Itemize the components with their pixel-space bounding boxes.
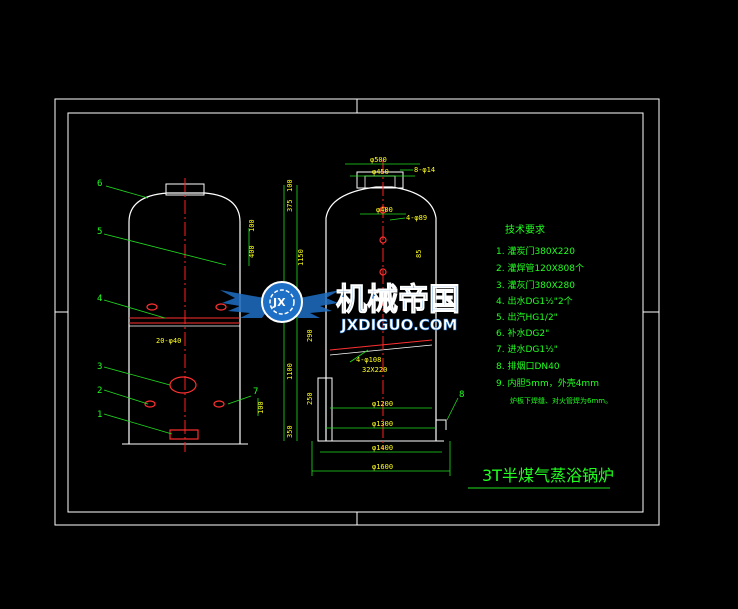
- right-top-dim-labels: φ500 φ450 8-φ14 φ400 4-φ89: [370, 156, 435, 222]
- leader-4phi89: [389, 217, 406, 221]
- callout-5: 5: [97, 227, 102, 237]
- side-port-right: [215, 303, 227, 311]
- watermark: JX 机械帝国 JXDIGUO.COM: [220, 281, 461, 334]
- dim-phi450: φ450: [372, 168, 389, 176]
- dim-phi400: φ400: [376, 206, 393, 214]
- drawing-frame: [54, 98, 660, 526]
- watermark-cn: 机械帝国: [336, 282, 460, 318]
- watermark-en: JXDIGUO.COM: [340, 316, 457, 334]
- tech-item: 8. 排烟口DN40: [496, 360, 560, 372]
- dim-phi500: φ500: [370, 156, 387, 164]
- dim-32x220: 32X220: [362, 366, 387, 374]
- left-boiler-outline: [128, 192, 241, 444]
- right-annotations: 4-φ108 32X220: [356, 356, 387, 374]
- dim-phi1200: φ1200: [372, 400, 393, 408]
- port-upper: [379, 206, 387, 214]
- watermark-gear-icon: [261, 281, 303, 323]
- port-lower: [379, 268, 387, 276]
- dim-1100: 1100: [286, 363, 294, 380]
- callout-6: 6: [97, 179, 102, 189]
- port-middle: [379, 236, 387, 244]
- tech-item: 3. 灌灰门380X280: [496, 279, 575, 291]
- dim-250: 250: [306, 392, 314, 405]
- dim-4-phi89: 4-φ89: [406, 214, 427, 222]
- left-callout-labels: 6 5 4 3 2 1 7: [97, 179, 258, 420]
- tech-item: 4. 出水DG1½"2个: [496, 295, 573, 307]
- left-dim-labels: 400 100 20-φ40 100: [156, 219, 265, 414]
- left-boiler-view: 6 5 4 3 2 1 7 400 100 20-φ40 100: [97, 178, 265, 452]
- ash-door-port: [169, 376, 197, 394]
- callout-4: 4: [97, 294, 102, 304]
- leader-4phi108: [349, 349, 369, 363]
- water-port-left: [144, 400, 156, 408]
- right-parts: [379, 206, 387, 276]
- side-inlet-box: [317, 377, 333, 442]
- tech-note: 炉板下焊缝、对火管焊为6mm。: [510, 396, 612, 405]
- coal-door: [169, 429, 199, 440]
- dim-100-right: 100: [286, 179, 294, 192]
- dim-phi1600: φ1600: [372, 463, 393, 471]
- tech-requirements: 技术要求 1. 灌炭门380X220 2. 灌焊管120X808个 3. 灌灰门…: [496, 223, 612, 405]
- tech-requirements-list: 1. 灌炭门380X220 2. 灌焊管120X808个 3. 灌灰门380X2…: [496, 245, 599, 389]
- leader-1: [103, 413, 173, 435]
- watermark-wing-left: [220, 290, 275, 318]
- callout-8: 8: [459, 390, 464, 400]
- tech-item: 9. 内胆5mm，外壳4mm: [496, 377, 599, 389]
- tech-item: 2. 灌焊管120X808个: [496, 262, 584, 274]
- callout-3: 3: [97, 362, 102, 372]
- right-vertical-dim-labels: 375 100 1100 350 1150 290 250 85: [286, 179, 423, 438]
- right-boiler-outline: [325, 186, 437, 441]
- water-port-right: [213, 400, 225, 408]
- drain-pipe: [436, 419, 447, 430]
- dim-phi1400: φ1400: [372, 444, 393, 452]
- grate-line-1: [329, 339, 433, 351]
- right-bottom-dim-labels: φ1200 φ1300 φ1400 φ1600: [372, 400, 393, 471]
- dim-100-top: 100: [248, 219, 256, 232]
- dim-8-phi14: 8-φ14: [414, 166, 435, 174]
- dim-20-phi40: 20-φ40: [156, 337, 181, 345]
- tech-item: 7. 进水DG1½": [496, 343, 558, 355]
- leader-5: [103, 233, 227, 266]
- dim-375: 375: [286, 199, 294, 212]
- dim-phi1300: φ1300: [372, 420, 393, 428]
- leader-6: [105, 185, 149, 199]
- leader-8: [446, 397, 459, 421]
- callout-2: 2: [97, 386, 102, 396]
- right-boiler-view: φ500 φ450 8-φ14 φ400 4-φ89 375 100 1100 …: [283, 156, 464, 476]
- dim-4-phi108: 4-φ108: [356, 356, 381, 364]
- watermark-gear-inner: [269, 289, 295, 315]
- callout-7: 7: [253, 387, 258, 397]
- dim-400: 400: [248, 245, 256, 258]
- tech-item: 5. 出汽HG1/2": [496, 311, 558, 323]
- grate-line-2: [329, 344, 433, 356]
- leader-4: [103, 299, 166, 319]
- dim-350: 350: [286, 425, 294, 438]
- dim-100-bottom: 100: [257, 401, 265, 414]
- leader-2: [103, 389, 149, 405]
- dim-1150: 1150: [297, 249, 305, 266]
- left-leaders: [103, 185, 259, 435]
- leader-3: [103, 366, 171, 386]
- leader-7: [227, 395, 252, 405]
- watermark-wing-right: [290, 290, 340, 318]
- side-port-left: [146, 303, 158, 311]
- dim-85: 85: [415, 250, 423, 258]
- right-flue-inner: [364, 175, 396, 189]
- title-block: 3T半煤气蒸浴锅炉: [468, 466, 614, 489]
- tech-item: 1. 灌炭门380X220: [496, 245, 575, 257]
- dim-290: 290: [306, 329, 314, 342]
- callout-1: 1: [97, 410, 102, 420]
- tech-requirements-title: 技术要求: [505, 223, 545, 236]
- drawing-title: 3T半煤气蒸浴锅炉: [482, 466, 614, 485]
- watermark-badge: JX: [272, 296, 286, 309]
- tech-item: 6. 补水DG2": [496, 327, 549, 339]
